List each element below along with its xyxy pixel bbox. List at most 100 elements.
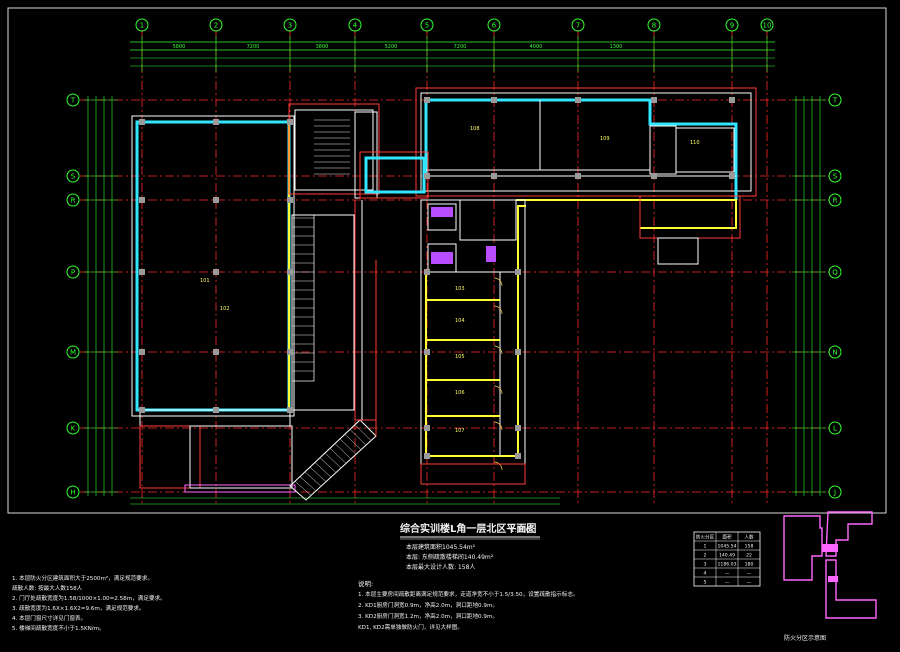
ramp-step	[334, 443, 352, 460]
dim-value-top: 7200	[247, 44, 260, 50]
room-number: 102	[220, 306, 230, 312]
axis-label-top: 5	[425, 22, 429, 30]
stat-area: 本层建筑面积1045.54m²	[406, 543, 476, 551]
axis-bubble-top	[209, 18, 223, 32]
dim-value-top: 3800	[316, 44, 329, 50]
table-cell: 1045.54	[718, 544, 737, 550]
column	[139, 269, 145, 275]
axis-bubble-top	[135, 18, 149, 32]
column	[515, 349, 521, 355]
door-swing	[493, 421, 503, 431]
toilet-fixtures-1	[431, 207, 453, 217]
east-stair-room	[459, 199, 517, 241]
title-block: 综合实训楼L角一层北区平面图 1:150 本层建筑面积1045.54m² 本层:…	[400, 522, 540, 571]
room-number: 104	[455, 318, 465, 324]
drawing-title: 综合实训楼L角一层北区平面图	[400, 522, 536, 535]
toilet-2	[427, 243, 457, 273]
room-number: 103	[455, 286, 465, 292]
axis-label-left: M	[70, 349, 76, 357]
axis-label-left: K	[71, 425, 76, 433]
axis-bubble-right	[828, 485, 842, 499]
ramp-step	[299, 476, 317, 492]
key-zone-2	[825, 511, 873, 557]
column	[213, 269, 219, 275]
door-swing	[493, 277, 503, 287]
axis-label-top: 1	[140, 22, 144, 30]
dim-value-top: 5800	[173, 44, 186, 50]
axis-label-right: Q	[832, 269, 838, 277]
ramp-edge	[354, 200, 376, 421]
table-cell: 人数	[744, 534, 754, 541]
ramp-step	[349, 429, 367, 446]
ramp-step	[294, 481, 312, 496]
column	[213, 119, 219, 125]
axis-label-top: 3	[288, 22, 292, 30]
column	[213, 407, 219, 413]
axis-bubble-right	[828, 93, 842, 107]
axis-label-right: J	[833, 489, 836, 497]
stat-people: 本层最大设计人数: 158人	[406, 563, 475, 571]
column	[424, 269, 430, 275]
axis-bubble-top	[760, 18, 774, 32]
key-marker-2	[828, 576, 838, 582]
table-cell: 5	[704, 580, 707, 586]
south-entrance	[189, 425, 293, 489]
toilet-fixtures-2	[431, 252, 453, 264]
column	[287, 119, 293, 125]
hall-outer-wall	[131, 115, 295, 417]
axis-label-right: N	[832, 349, 837, 357]
drawing-frame	[7, 7, 887, 514]
room-number: 109	[600, 136, 610, 142]
column	[424, 349, 430, 355]
ramp-step	[309, 466, 327, 482]
axis-label-left: S	[71, 173, 76, 181]
column	[575, 173, 581, 179]
column	[287, 349, 293, 355]
column	[139, 407, 145, 413]
west-corridor	[291, 214, 355, 411]
room-number: 105	[455, 354, 465, 360]
south-step	[184, 484, 296, 493]
note-right-line: 2. KD1厨房门洞宽0.9m，净高2.0m，洞口距地0.9m。	[358, 601, 498, 609]
east-south-strip	[420, 463, 526, 485]
axis-bubble-top	[571, 18, 585, 32]
axis-label-top: 4	[353, 22, 358, 30]
table-cell: 180	[745, 562, 754, 568]
axis-label-left: P	[71, 269, 75, 277]
ramp-step	[354, 424, 372, 441]
axis-bubble-left	[66, 421, 80, 435]
column	[287, 407, 293, 413]
ramp-step	[324, 452, 342, 469]
table-cell: 22	[746, 553, 752, 559]
column	[424, 173, 430, 179]
axis-bubble-top	[283, 18, 297, 32]
room-number: 110	[690, 140, 700, 146]
key-zone-1	[783, 515, 823, 581]
table-cell: 防火分区	[696, 534, 715, 541]
axis-label-top: 8	[652, 22, 656, 30]
axis-label-left: T	[70, 97, 76, 105]
axis-label-top: 10	[763, 22, 772, 30]
table-cell: 3	[704, 562, 707, 568]
column	[424, 97, 430, 103]
axis-bubble-right	[828, 265, 842, 279]
ne-yellow-wall	[516, 199, 737, 229]
ne-cyan-wall	[424, 98, 738, 200]
table-cell: 4	[704, 571, 707, 577]
column	[213, 349, 219, 355]
axis-label-right: S	[833, 173, 838, 181]
axis-bubble-right	[828, 345, 842, 359]
key-plan: 防火分区示意图	[783, 511, 877, 642]
table-cell: —	[725, 581, 730, 586]
table-cell: —	[725, 572, 730, 577]
stat-stair: 本层: 东侧疏散楼梯间140.49m²	[406, 553, 494, 561]
axis-bubble-top	[348, 18, 362, 32]
axis-label-right: L	[833, 425, 837, 433]
notes-right-header: 说明:	[358, 579, 373, 588]
note-left-line: 疏散人数: 按最大人数158人	[12, 584, 83, 592]
ramp-step	[304, 471, 322, 487]
ne-outer-wall	[420, 92, 752, 192]
column	[424, 453, 430, 459]
